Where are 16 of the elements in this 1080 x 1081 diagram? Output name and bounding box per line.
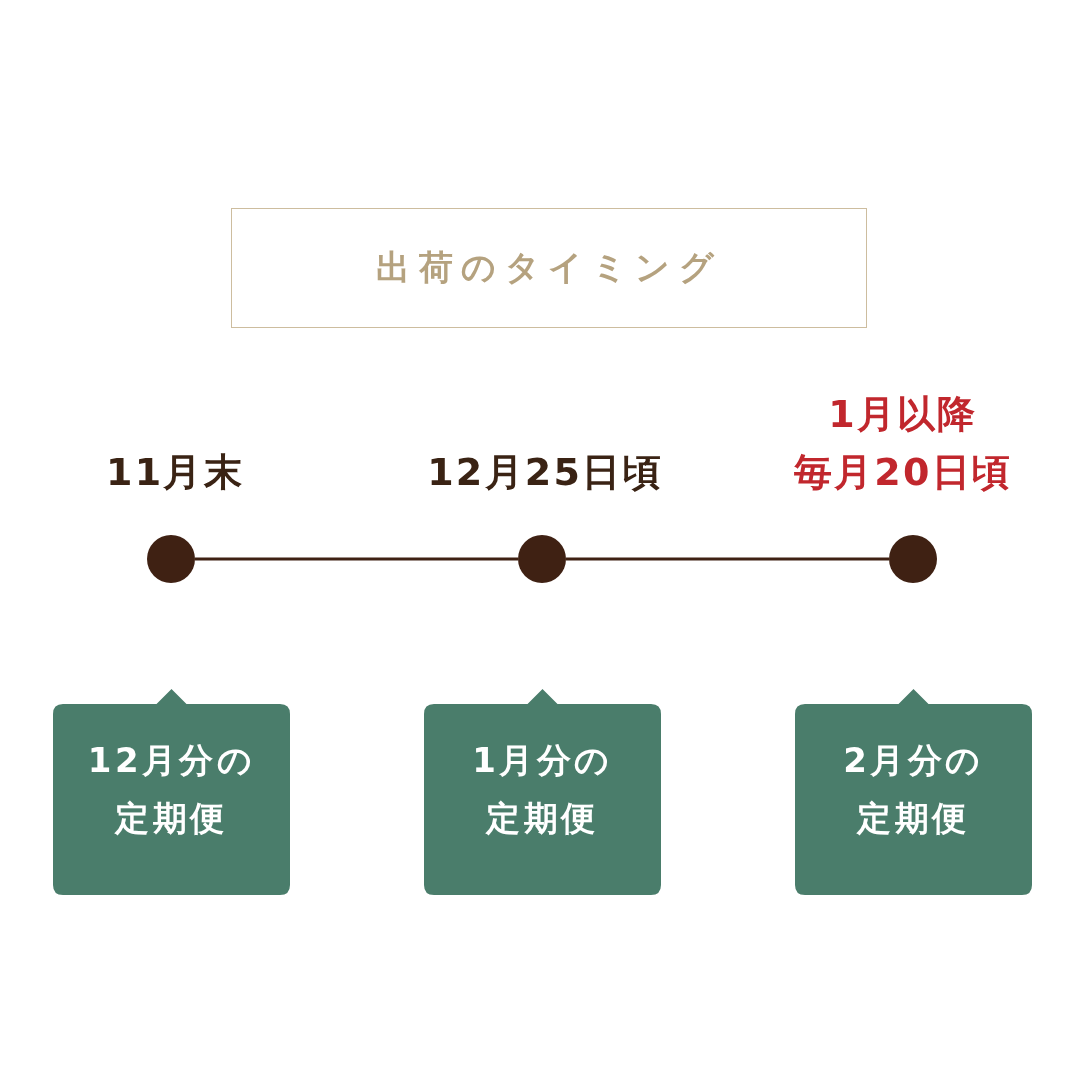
callout-box [795, 689, 1032, 895]
date-label: 毎月20日頃 [792, 449, 1014, 496]
timeline-dot [889, 535, 937, 583]
callout-box [424, 689, 661, 895]
callout-box [53, 689, 290, 895]
callout-text: 1月分の定期便 [471, 739, 614, 840]
timeline-dot [147, 535, 195, 583]
timeline-dot [518, 535, 566, 583]
callout-text: 12月分の定期便 [86, 739, 257, 840]
date-label: 12月25日頃 [426, 449, 664, 496]
date-label: 1月以降 [827, 391, 979, 438]
title-text: 出荷のタイミング [376, 246, 722, 289]
timeline-line [195, 557, 518, 561]
callout-text: 2月分の定期便 [842, 739, 985, 840]
timeline-line [566, 557, 889, 561]
date-label: 11月末 [105, 449, 245, 496]
